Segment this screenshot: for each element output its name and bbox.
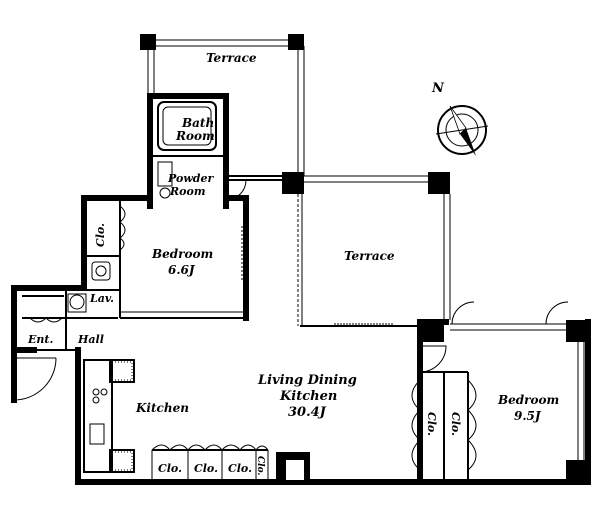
outer-walls <box>11 195 591 485</box>
hall-label: Hall <box>77 333 104 346</box>
closet-k3-label: Clo. <box>228 462 252 475</box>
compass: N <box>431 81 489 156</box>
closet-b1-label: Clo. <box>425 412 438 436</box>
bath-label: Bath <box>181 116 214 130</box>
ldk-label-line1: Living Dining <box>257 373 357 388</box>
closet-b2-label: Clo. <box>449 412 462 436</box>
bedroom-b-details <box>411 301 590 484</box>
top-terrace-outline <box>140 34 305 176</box>
powder-label: Powder <box>167 172 214 185</box>
bedroom-b-label: Bedroom <box>497 393 559 407</box>
bedroom-a-size: 6.6J <box>168 263 196 277</box>
terrace-mid-label: Terrace <box>344 249 395 263</box>
lav-label: Lav. <box>89 292 114 305</box>
bedroom-b-size: 9.5J <box>514 409 542 423</box>
ldk-size: 30.4J <box>288 405 327 420</box>
kitchen-label: Kitchen <box>135 401 189 415</box>
closet-k1-label: Clo. <box>158 462 182 475</box>
kitchen-counter <box>83 359 310 482</box>
closet-k4-label: Clo. <box>255 456 265 476</box>
bath-room-label: Room <box>175 129 215 143</box>
bath-block-walls <box>147 93 290 209</box>
closet-left-label: Clo. <box>94 223 107 247</box>
mid-terrace-outline <box>282 172 451 342</box>
powder-room-label: Room <box>169 185 205 198</box>
compass-north-label: N <box>431 81 445 96</box>
compass-ring-inner <box>445 113 479 147</box>
entrance-label: Ent. <box>27 333 53 346</box>
closet-k2-label: Clo. <box>194 462 218 475</box>
bedroom-a-label: Bedroom <box>151 247 213 261</box>
compass-ring-outer <box>437 105 487 155</box>
hall-area-details <box>13 255 121 401</box>
ldk-label-line2: Kitchen <box>279 389 337 404</box>
terrace-top-label: Terrace <box>206 51 257 65</box>
